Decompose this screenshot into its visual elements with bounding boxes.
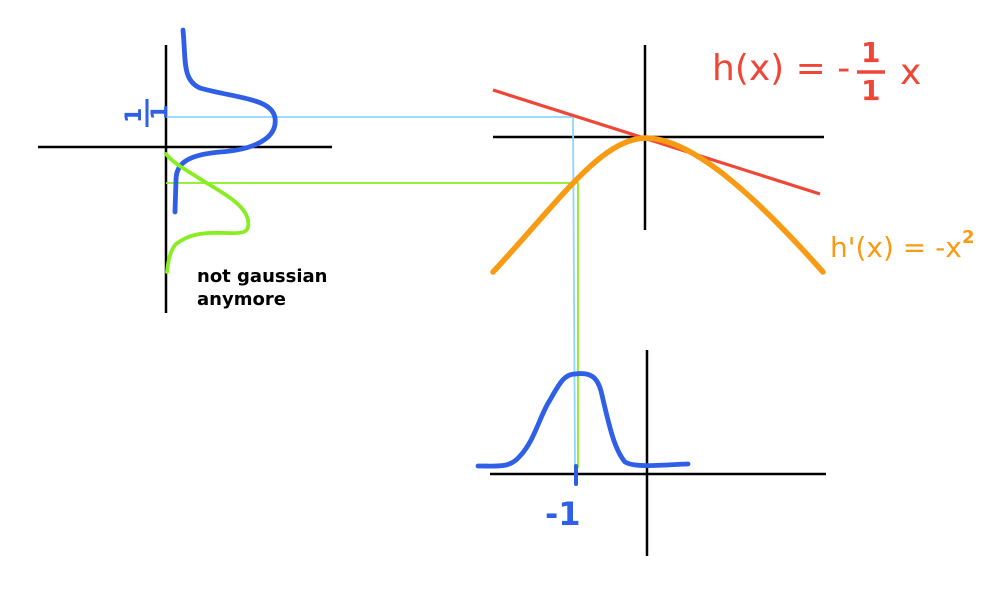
input-gaussian-curve: [475, 371, 691, 469]
linear-approximation-line: [492, 88, 821, 196]
linear-equation-label: h(x) = - 1 1 x: [712, 36, 921, 107]
caption-line-2: anymore: [197, 289, 286, 310]
linear-equation-rhs: x: [900, 52, 921, 93]
y-tick-denominator: 1: [148, 105, 173, 120]
nonlinear-equation-exponent: 2: [962, 227, 975, 248]
x-tick-label: -1: [545, 495, 581, 533]
y-tick-numerator: 1: [122, 108, 147, 123]
nonlinear-equation-lhs: h'(x) = -x: [830, 231, 962, 264]
linear-equation-denominator: 1: [861, 74, 880, 107]
y-tick-label: 1 1: [122, 99, 173, 127]
nonlinear-function-curve: [490, 135, 826, 275]
output-nonlinear-density-curve: [164, 152, 251, 274]
nonlinear-equation-label: h'(x) = -x 2: [830, 227, 975, 264]
linear-equation-numerator: 1: [861, 36, 880, 69]
caption-line-1: not gaussian: [197, 266, 327, 287]
caption: not gaussian anymore: [197, 266, 327, 310]
linear-equation-lhs: h(x) = -: [712, 48, 850, 89]
green-connector: [166, 182, 579, 468]
output-linear-gaussian-curve: [172, 27, 278, 215]
input-axes: [490, 350, 826, 556]
